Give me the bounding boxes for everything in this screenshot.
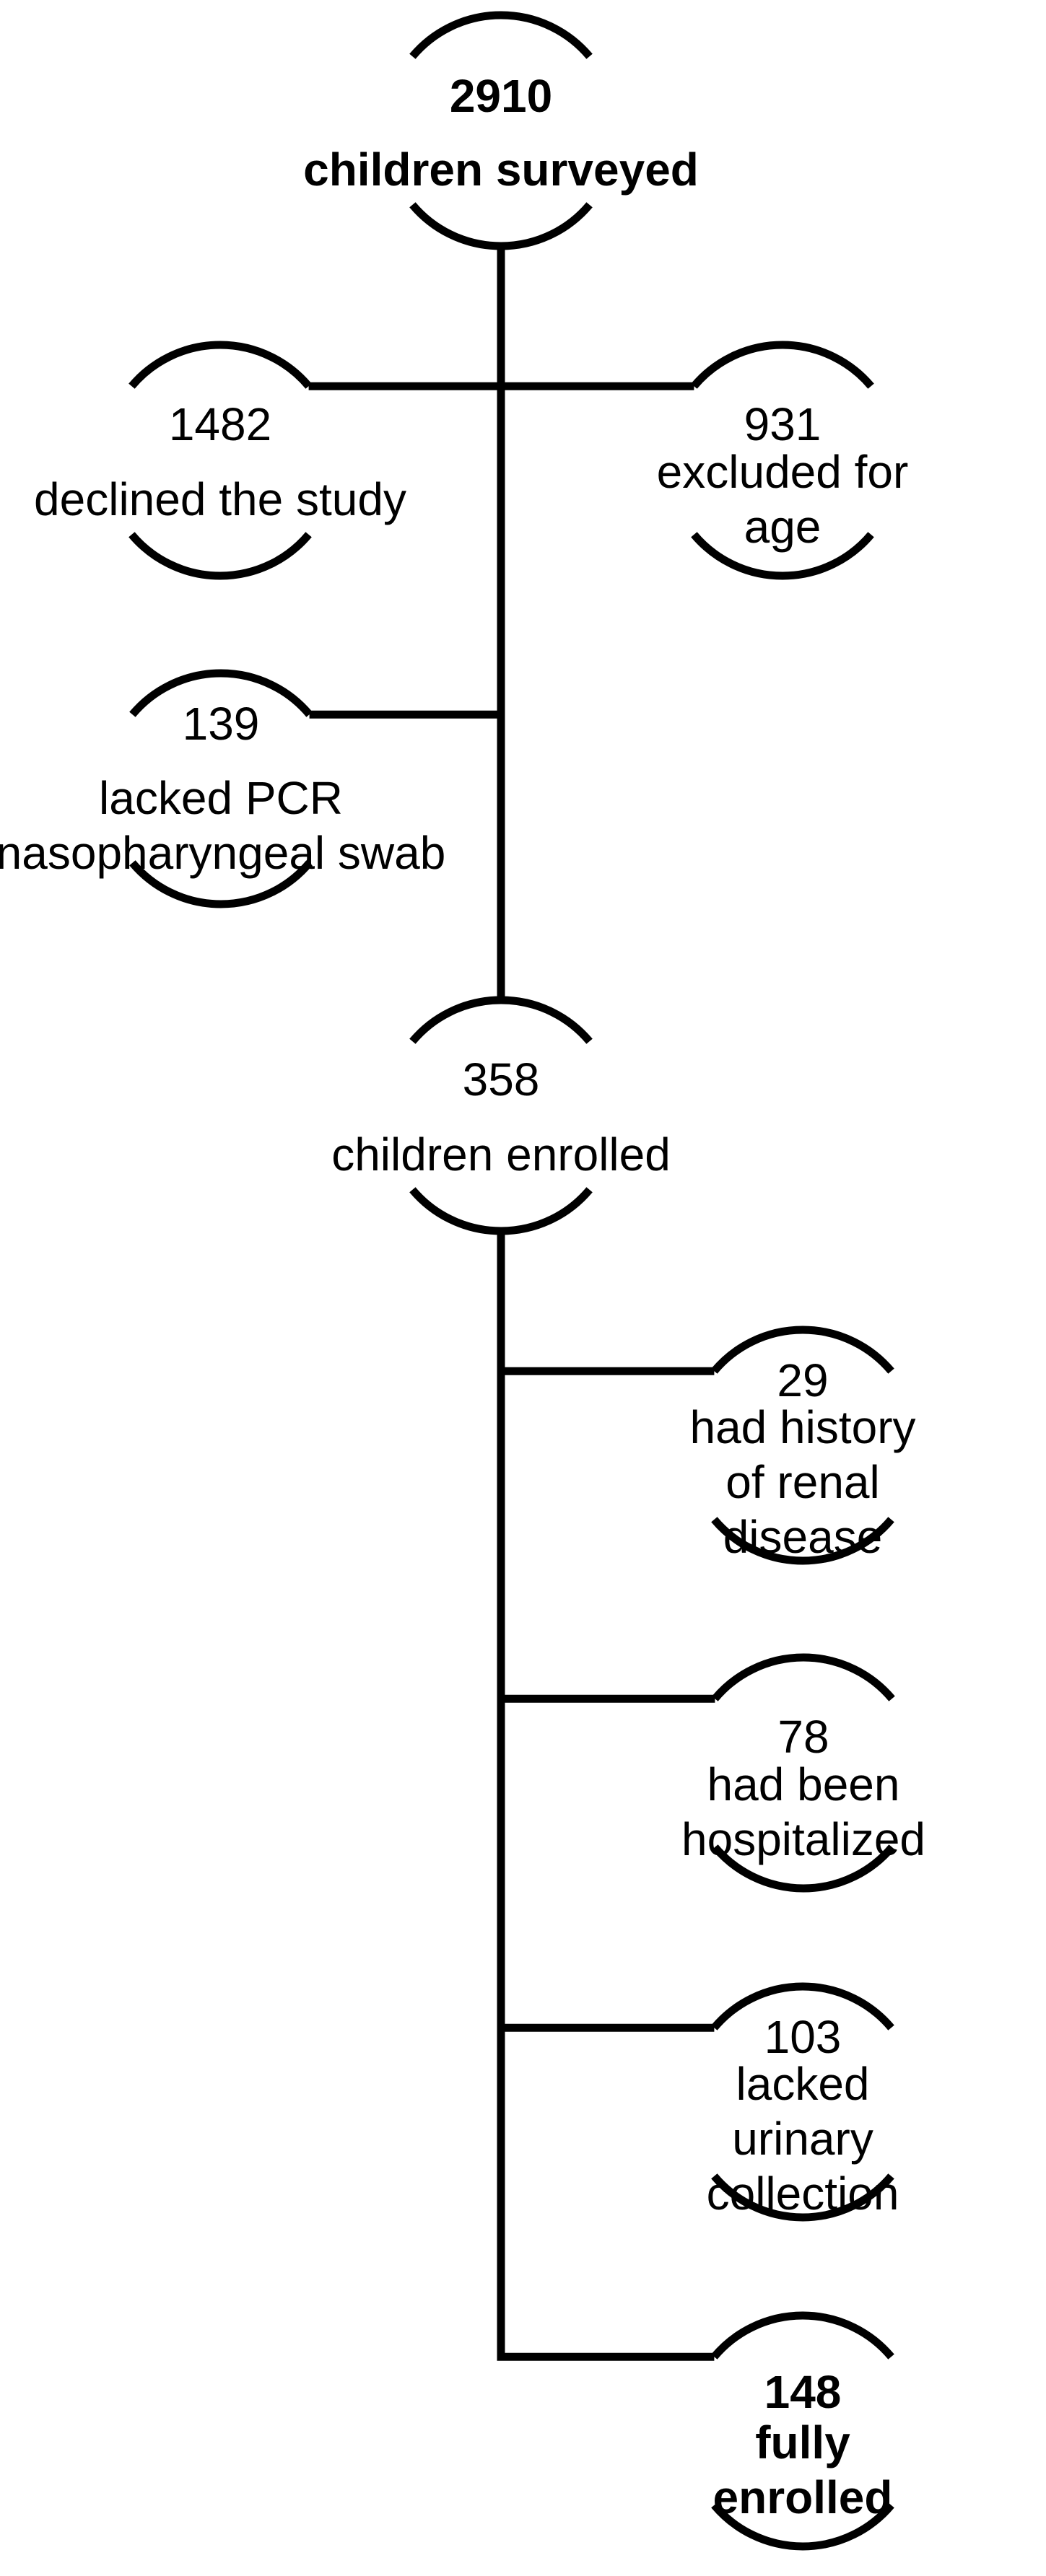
no-urine-count: 103 [764, 2011, 842, 2063]
declined-count: 1482 [168, 398, 272, 450]
renal-history-count: 29 [777, 1354, 829, 1406]
trunk-lower-line [497, 1228, 715, 2361]
no-pcr-node-top-arc [129, 669, 313, 717]
excluded-age-node-bottom-arc [691, 532, 874, 580]
hospitalized-node-top-arc [712, 1653, 895, 1701]
fully-enrolled-label: fully enrolled [712, 2417, 893, 2523]
excluded-age-label: excluded for age [656, 446, 909, 553]
renal-history-node-bottom-arc [711, 1517, 894, 1565]
enrolled-count: 358 [462, 1053, 540, 1105]
no-urine-node-top-arc [711, 1982, 894, 2030]
renal-history-node-top-arc [711, 1326, 894, 1374]
hospitalized-label: had been hospitalized [681, 1758, 925, 1865]
surveyed-count: 2910 [449, 70, 553, 122]
enrolled-node-top-arc [409, 996, 593, 1044]
no-urine-label: lacked urinary collection [706, 2058, 899, 2220]
fully-enrolled-node-bottom-arc [711, 2502, 894, 2551]
enrolled-label: children enrolled [331, 1129, 671, 1180]
renal-history-label: had history of renal disease [689, 1401, 916, 1563]
fully-enrolled-node-top-arc [711, 2311, 894, 2360]
declined-node-bottom-arc [128, 532, 312, 580]
enrolled-node-bottom-arc [409, 1187, 593, 1235]
no-pcr-label: lacked PCR nasopharyngeal swab [0, 772, 446, 879]
surveyed-label: children surveyed [303, 144, 699, 196]
no-urine-node-bottom-arc [711, 2173, 894, 2222]
hospitalized-count: 78 [777, 1711, 829, 1763]
surveyed-node-bottom-arc [409, 202, 593, 250]
hospitalized-node-bottom-arc [712, 1844, 895, 1893]
excluded-age-count: 931 [744, 398, 821, 450]
declined-node-top-arc [128, 341, 312, 389]
excluded-age-node-top-arc [691, 341, 874, 389]
no-pcr-count: 139 [182, 698, 260, 750]
declined-label: declined the study [34, 473, 406, 525]
surveyed-node-top-arc [409, 11, 593, 59]
fully-enrolled-count: 148 [764, 2366, 842, 2418]
no-pcr-node-bottom-arc [129, 860, 313, 908]
